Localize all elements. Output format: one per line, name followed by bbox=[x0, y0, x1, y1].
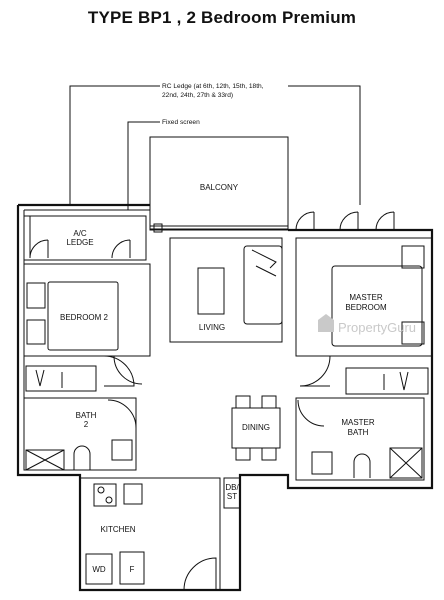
label-bath2-2: 2 bbox=[84, 420, 89, 429]
label-ac-ledge-2: LEDGE bbox=[66, 238, 93, 247]
bedroom2-walls bbox=[23, 263, 151, 357]
corridor-door-left bbox=[113, 355, 143, 385]
master-bath-shower bbox=[389, 447, 423, 479]
label-fridge: F bbox=[130, 565, 135, 574]
rc-ledge-note-2: 22nd, 24th, 27th & 33rd) bbox=[162, 92, 233, 99]
label-wd: WD bbox=[92, 565, 106, 574]
master-bath-wc bbox=[353, 453, 371, 478]
master-wardrobe bbox=[345, 367, 429, 395]
master-bedroom-walls bbox=[295, 237, 433, 357]
sofa bbox=[243, 245, 283, 325]
label-master-bath-2: BATH bbox=[348, 428, 369, 437]
kitchen-walls bbox=[79, 477, 221, 591]
label-ac-ledge-1: A/C bbox=[73, 229, 87, 238]
master-wardrobe-markings bbox=[383, 371, 409, 391]
label-dbst-2: ST bbox=[227, 492, 237, 501]
rc-ledge-leader bbox=[69, 85, 160, 205]
bedroom2-wardrobe bbox=[25, 365, 97, 392]
fixed-screen-note: Fixed screen bbox=[162, 119, 200, 126]
watermark-text: PropertyGuru bbox=[338, 320, 416, 335]
washer-dryer bbox=[85, 553, 113, 585]
bed-bedroom2 bbox=[47, 281, 119, 351]
inner-outer-wall bbox=[23, 209, 150, 470]
master-door bbox=[299, 355, 331, 387]
label-master-bedroom-2: BEDROOM bbox=[345, 303, 387, 312]
master-bath-walls bbox=[295, 397, 425, 481]
balcony-glass-left bbox=[149, 225, 289, 231]
living-area bbox=[169, 237, 283, 343]
rc-ledge-note-1: RC Ledge (at 6th, 12th, 15th, 18th, bbox=[162, 83, 264, 90]
sofa-cushions bbox=[251, 249, 277, 277]
label-bath2-1: BATH bbox=[76, 411, 97, 420]
master-bedside-2 bbox=[401, 321, 425, 345]
label-dining: DINING bbox=[242, 423, 270, 432]
fixed-screen-leader bbox=[127, 121, 160, 210]
coffee-table bbox=[197, 267, 225, 315]
ac-ledge bbox=[23, 215, 147, 261]
master-bath-shower-x bbox=[389, 447, 423, 479]
rc-ledge-leader-right bbox=[288, 85, 361, 205]
kitchen-hob-burner-1 bbox=[97, 486, 105, 494]
master-bedside-1 bbox=[401, 245, 425, 269]
bath2-shower bbox=[25, 449, 65, 471]
label-bedroom2: BEDROOM 2 bbox=[60, 313, 109, 322]
kitchen-sink bbox=[123, 483, 143, 505]
bath2-walls bbox=[23, 397, 137, 471]
dining-chair-2 bbox=[261, 395, 277, 409]
kitchen-hob bbox=[93, 483, 117, 507]
dining-table bbox=[231, 407, 281, 449]
watermark-logo: PropertyGuru bbox=[318, 314, 416, 335]
label-kitchen: KITCHEN bbox=[100, 525, 135, 534]
bedside-table-2 bbox=[26, 319, 46, 345]
ac-ledge-doors bbox=[29, 216, 131, 259]
bath2-basin bbox=[111, 439, 133, 461]
kitchen-entry-door bbox=[183, 557, 217, 591]
wardrobe-markings bbox=[35, 369, 63, 388]
kitchen-hob-burner-2 bbox=[105, 496, 113, 504]
outer-wall bbox=[16, 203, 434, 592]
fixed-screen-box bbox=[153, 223, 163, 233]
dining-chair-4 bbox=[261, 447, 277, 461]
label-dbst-1: DB/ bbox=[225, 483, 239, 492]
label-balcony: BALCONY bbox=[200, 183, 239, 192]
master-bath-door bbox=[297, 399, 325, 427]
dining-chair-3 bbox=[235, 447, 251, 461]
bedside-table-1 bbox=[26, 282, 46, 309]
dbst-store bbox=[223, 477, 241, 509]
fridge bbox=[119, 551, 145, 585]
master-bath-basin bbox=[311, 451, 333, 475]
plan-title: TYPE BP1 , 2 Bedroom Premium bbox=[87, 8, 357, 27]
bedroom2-door bbox=[103, 355, 135, 387]
label-master-bedroom-1: MASTER bbox=[349, 293, 383, 302]
bath2-shower-x bbox=[25, 449, 65, 471]
bath2-wc bbox=[73, 445, 91, 470]
label-master-bath-1: MASTER bbox=[341, 418, 375, 427]
balcony-outline bbox=[149, 136, 289, 230]
bath2-door bbox=[107, 399, 137, 429]
bed-master bbox=[331, 265, 423, 347]
master-balcony-doors bbox=[295, 211, 395, 231]
label-living: LIVING bbox=[199, 323, 225, 332]
dining-chair-1 bbox=[235, 395, 251, 409]
